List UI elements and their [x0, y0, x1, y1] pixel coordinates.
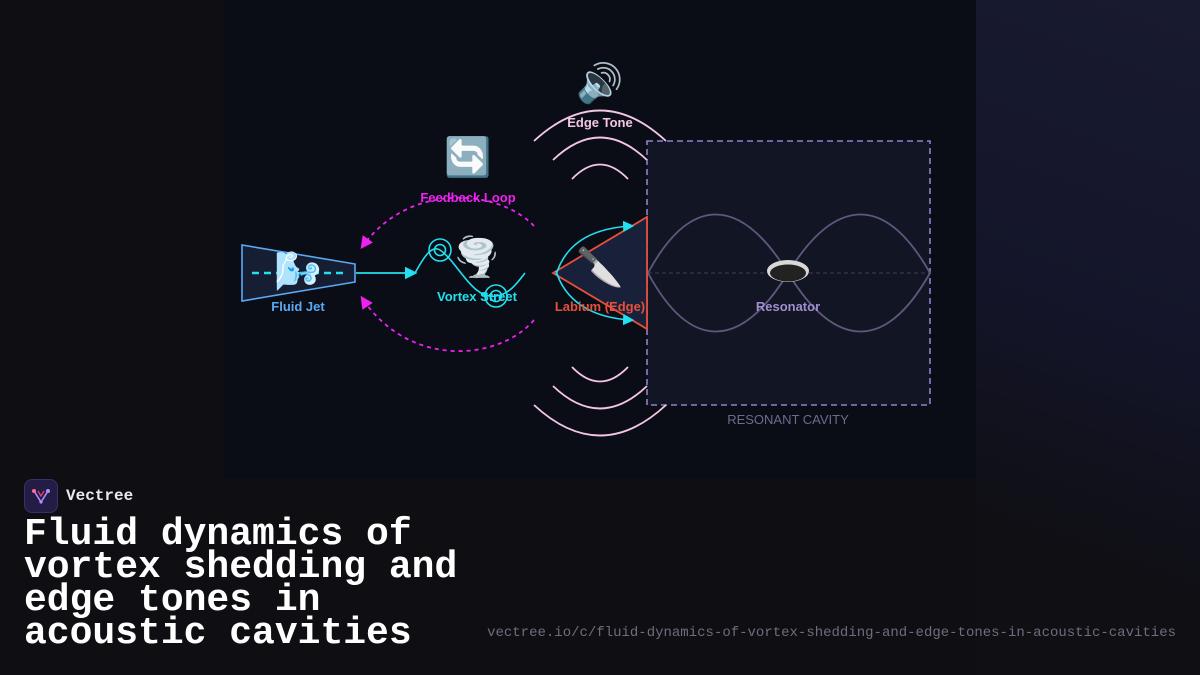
wave-arc-bottom-2: [552, 385, 648, 410]
right-gradient-panel: [976, 0, 1200, 675]
feedback-arc-upper: [360, 196, 535, 250]
resonator-label: Resonator: [756, 299, 820, 314]
vectree-logo-icon: [24, 479, 58, 513]
jet-deflection-lower: [555, 270, 635, 326]
brand: Vectree: [24, 479, 133, 513]
vortex-upper: [428, 238, 452, 262]
vortex-street: 🌪️ Vortex Street: [414, 234, 526, 308]
page-url[interactable]: vectree.io/c/fluid-dynamics-of-vortex-sh…: [487, 625, 1176, 641]
fluid-jet: 🌬️ Fluid Jet: [241, 244, 418, 314]
speaker-high-volume-icon: 🔊: [576, 60, 623, 106]
labium-edge: 🔪 Labium (Edge): [551, 215, 648, 331]
labium-label: Labium (Edge): [555, 299, 645, 314]
wave-arc-top-1: [571, 163, 629, 180]
page-title: Fluid dynamics of vortex shedding and ed…: [24, 513, 458, 655]
edge-tone-label: Edge Tone: [567, 115, 632, 130]
vortex-street-label: Vortex Street: [437, 289, 518, 304]
feedback-arc-lower: [360, 295, 535, 352]
wave-arc-top-3: [533, 109, 667, 142]
hole-icon: [767, 260, 809, 282]
wave-arc-bottom-3: [533, 404, 667, 437]
jet-nozzle: [241, 244, 356, 302]
wave-arc-top-2: [552, 136, 648, 161]
vortex-lower: [484, 284, 508, 308]
counterclockwise-arrows-icon: 🔄: [444, 135, 491, 179]
feedback-loop-label: Feedback Loop: [420, 190, 515, 205]
tornado-icon: 🌪️: [453, 234, 500, 280]
wind-face-icon: 🌬️: [274, 250, 321, 293]
acoustic-waves: [533, 109, 667, 437]
wave-arc-bottom-1: [571, 366, 629, 383]
brand-name: Vectree: [66, 487, 134, 505]
fluid-jet-label: Fluid Jet: [271, 299, 325, 314]
jet-deflection-upper: [555, 220, 635, 276]
labium-wedge: [551, 215, 648, 331]
feedback-loop: 🔄 Feedback Loop: [360, 135, 535, 352]
resonant-cavity: Resonator RESONANT CAVITY: [646, 140, 931, 427]
cavity-label: RESONANT CAVITY: [727, 412, 849, 427]
kitchen-knife-icon: 🔪: [576, 245, 623, 289]
